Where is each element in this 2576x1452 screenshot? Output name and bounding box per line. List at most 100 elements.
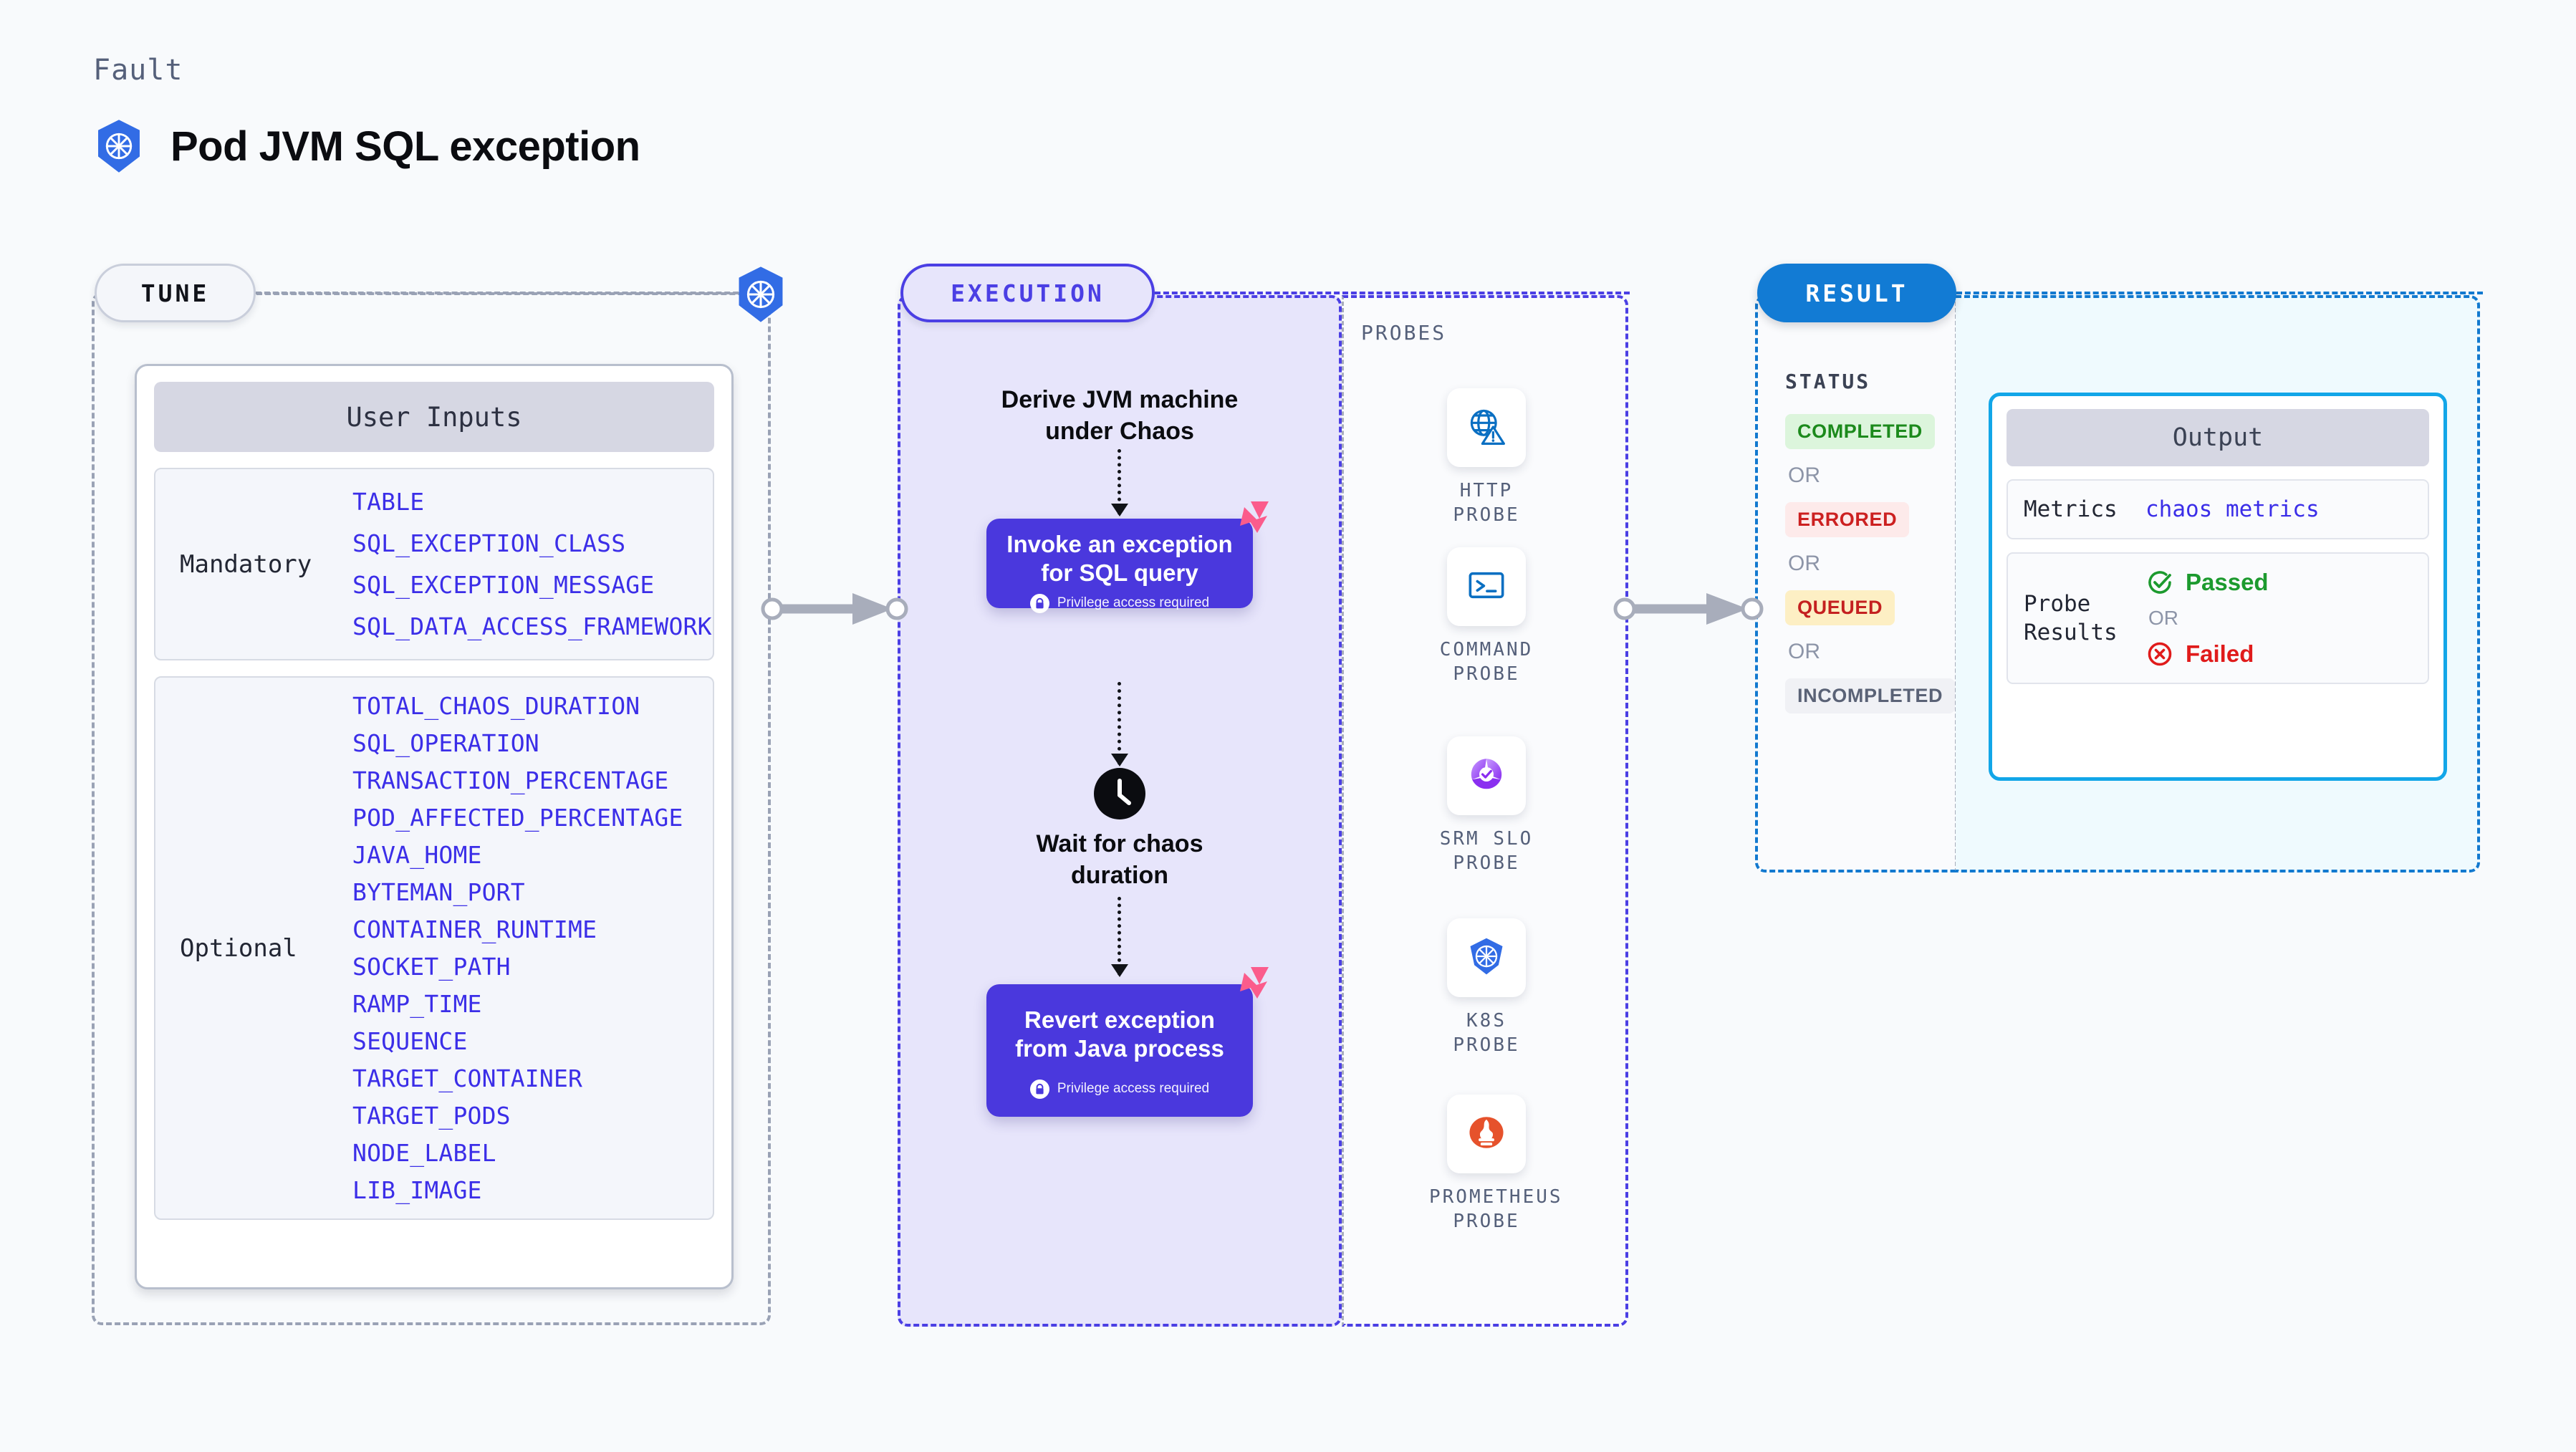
param-item[interactable]: SOCKET_PATH (352, 953, 511, 981)
failed-label: Failed (2186, 640, 2254, 668)
privilege-note-text: Privilege access required (1057, 1081, 1210, 1096)
param-item[interactable]: TARGET_CONTAINER (352, 1064, 583, 1092)
user-inputs-title: User Inputs (154, 382, 714, 452)
output-metrics-row: Metrics chaos metrics (2007, 479, 2429, 540)
privilege-note: Privilege access required (986, 1079, 1253, 1099)
or-separator: OR (2148, 607, 2178, 630)
prometheus-icon (1466, 1112, 1507, 1157)
optional-param-list: TOTAL_CHAOS_DURATION SQL_OPERATION TRANS… (352, 692, 683, 1204)
or-separator: OR (1788, 640, 1820, 663)
probe-tile (1447, 547, 1526, 626)
kubernetes-icon (1465, 935, 1508, 981)
param-item[interactable]: BYTEMAN_PORT (352, 878, 525, 906)
mandatory-label: Mandatory (180, 549, 312, 579)
param-item[interactable]: JAVA_HOME (352, 841, 482, 869)
status-label: STATUS (1785, 370, 1871, 393)
probe-label: PROMETHEUS PROBE (1429, 1186, 1563, 1232)
param-item[interactable]: CONTAINER_RUNTIME (352, 915, 597, 943)
tune-header-line (256, 292, 747, 294)
param-item[interactable]: RAMP_TIME (352, 990, 482, 1018)
status-badge: QUEUED (1785, 590, 1895, 625)
flow-arrow-3 (1111, 897, 1128, 977)
privilege-note: Privilege access required (986, 593, 1253, 613)
lock-icon (1029, 1079, 1049, 1099)
connector-tune-to-execution (759, 587, 910, 630)
page-title-text: Pod JVM SQL exception (170, 122, 640, 170)
param-item[interactable]: SEQUENCE (352, 1027, 468, 1055)
lock-icon (1029, 593, 1049, 613)
status-badge: INCOMPLETED (1785, 678, 1956, 713)
probe-label: HTTP PROBE (1453, 480, 1520, 526)
result-pill[interactable]: RESULT (1757, 264, 1956, 322)
param-item[interactable]: POD_AFFECTED_PERCENTAGE (352, 804, 683, 832)
or-separator: OR (1788, 463, 1820, 487)
probe-command[interactable]: COMMAND PROBE (1429, 547, 1544, 687)
privilege-note-text: Privilege access required (1057, 595, 1210, 610)
param-item[interactable]: TOTAL_CHAOS_DURATION (352, 692, 640, 720)
or-separator: OR (1788, 552, 1820, 575)
probe-prometheus[interactable]: PROMETHEUS PROBE (1429, 1095, 1563, 1234)
globe-warning-icon (1465, 405, 1508, 451)
probe-tile (1447, 736, 1526, 815)
status-list: COMPLETED OR ERRORED OR QUEUED OR INCOMP… (1785, 414, 1956, 713)
litmus-logo-icon (1229, 497, 1273, 542)
page-title: Pod JVM SQL exception (93, 118, 640, 174)
probe-result-passed: Passed (2145, 568, 2269, 597)
flow-arrow-1 (1111, 449, 1128, 516)
probe-http[interactable]: HTTP PROBE (1429, 388, 1544, 528)
probe-tile (1447, 918, 1526, 997)
metrics-value[interactable]: chaos metrics (2145, 496, 2320, 523)
param-item[interactable]: SQL_EXCEPTION_MESSAGE (352, 571, 655, 599)
optional-params-group: Optional TOTAL_CHAOS_DURATION SQL_OPERAT… (154, 676, 714, 1220)
probe-label: COMMAND PROBE (1439, 639, 1534, 685)
output-title: Output (2007, 409, 2429, 466)
mandatory-params-group: Mandatory TABLE SQL_EXCEPTION_CLASS SQL_… (154, 468, 714, 660)
probe-label: SRM SLO PROBE (1439, 828, 1534, 874)
terminal-icon (1466, 564, 1507, 610)
connector-probes-to-result (1612, 587, 1766, 630)
probe-k8s[interactable]: K8S PROBE (1429, 918, 1544, 1058)
probe-results-values: Passed OR Failed (2145, 568, 2269, 668)
param-item[interactable]: TARGET_PODS (352, 1102, 511, 1130)
srm-slo-icon (1466, 754, 1507, 799)
optional-label: Optional (180, 933, 297, 963)
user-inputs-card: User Inputs Mandatory TABLE SQL_EXCEPTIO… (135, 364, 734, 1289)
flow-arrow-2 (1111, 682, 1128, 766)
status-badge: ERRORED (1785, 502, 1910, 537)
litmus-logo-icon (1229, 963, 1273, 1007)
probe-srm-slo[interactable]: SRM SLO PROBE (1429, 736, 1544, 876)
status-badge: COMPLETED (1785, 414, 1935, 449)
mandatory-param-list: TABLE SQL_EXCEPTION_CLASS SQL_EXCEPTION_… (352, 488, 712, 640)
param-item[interactable]: NODE_LABEL (352, 1139, 496, 1167)
tune-pill[interactable]: TUNE (95, 264, 256, 322)
probe-result-failed: Failed (2145, 640, 2269, 668)
param-item[interactable]: SQL_OPERATION (352, 729, 539, 757)
execution-pill[interactable]: EXECUTION (900, 264, 1155, 322)
passed-label: Passed (2186, 569, 2269, 596)
probe-tile (1447, 388, 1526, 467)
kubernetes-icon (734, 265, 788, 324)
fault-kicker: Fault (93, 54, 183, 87)
x-circle-icon (2145, 640, 2174, 668)
param-item[interactable]: LIB_IMAGE (352, 1176, 482, 1204)
check-circle-icon (2145, 568, 2174, 597)
clock-icon (1094, 768, 1145, 819)
kubernetes-icon (93, 118, 145, 174)
param-item[interactable]: SQL_EXCEPTION_CLASS (352, 529, 626, 557)
result-header-line (1956, 292, 2483, 294)
param-item[interactable]: SQL_DATA_ACCESS_FRAMEWORK (352, 612, 712, 640)
param-item[interactable]: TRANSACTION_PERCENTAGE (352, 766, 669, 794)
param-item[interactable]: TABLE (352, 488, 425, 516)
probe-label: K8S PROBE (1453, 1010, 1520, 1056)
